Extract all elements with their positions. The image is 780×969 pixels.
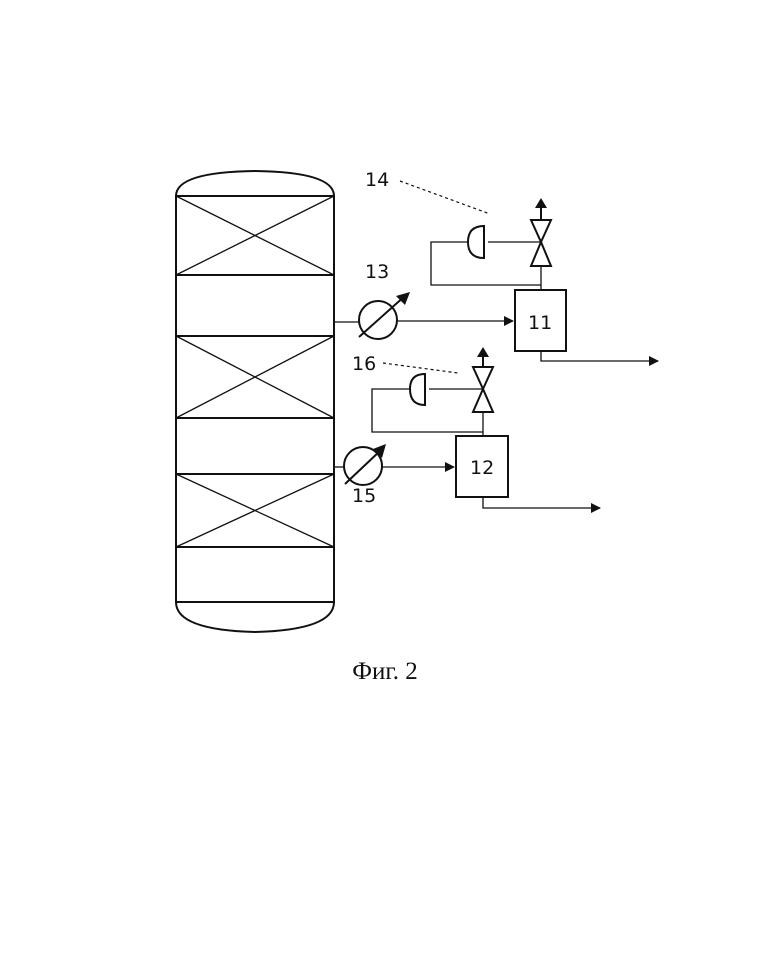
impulse-line-14: [431, 242, 541, 285]
label-14: 14: [365, 169, 389, 191]
label-16: 16: [352, 353, 376, 375]
outlet-line-11: [541, 351, 658, 361]
leader-16: [383, 363, 458, 373]
figure-caption: Фиг. 2: [352, 658, 418, 685]
column-shell: [176, 196, 334, 602]
leader-14: [400, 181, 490, 214]
upper-branch: 13 11 14: [334, 169, 658, 361]
actuator-16: [410, 374, 425, 405]
impulse-line-16: [372, 389, 483, 432]
label-15: 15: [352, 485, 376, 507]
column: [176, 171, 334, 632]
outlet-line-12: [483, 497, 600, 508]
heat-exchanger-15: [344, 444, 386, 485]
column-bottom-head: [176, 602, 334, 632]
label-12: 12: [470, 457, 494, 479]
control-valve-14: [488, 198, 551, 266]
label-11: 11: [528, 312, 552, 334]
column-top-head: [176, 171, 334, 196]
actuator-14: [468, 226, 484, 258]
control-valve-16: [429, 347, 493, 412]
heat-exchanger-13: [359, 292, 410, 339]
label-13: 13: [365, 261, 389, 283]
lower-branch: 15 12 16: [334, 347, 600, 508]
